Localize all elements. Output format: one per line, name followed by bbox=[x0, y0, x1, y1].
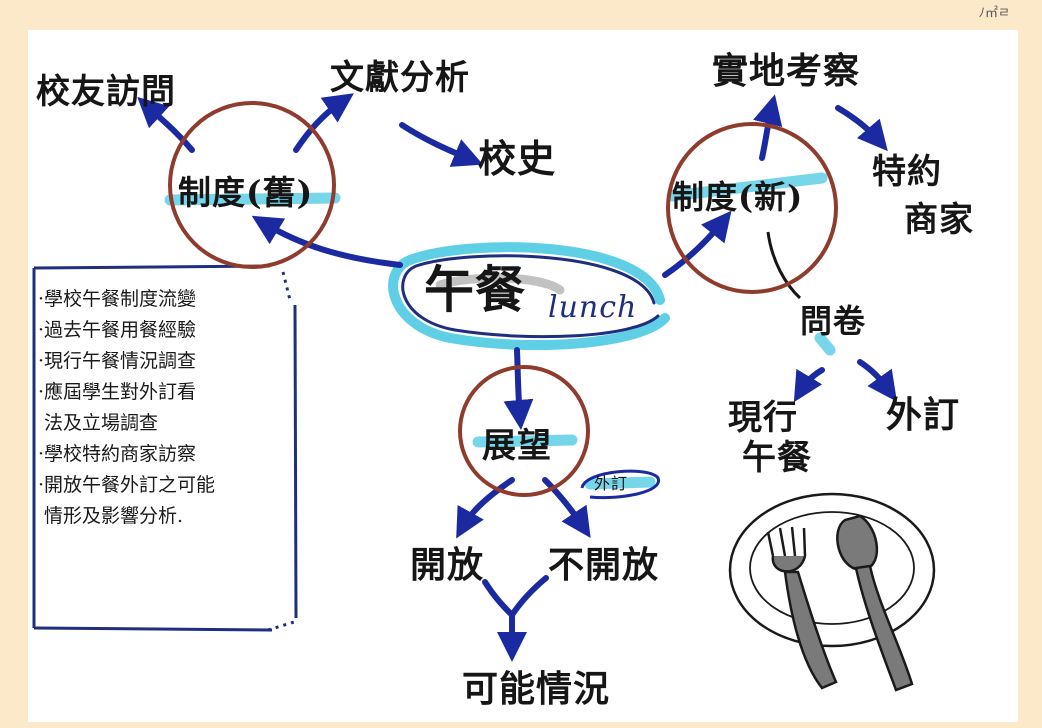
corner-mark: ﾉ㎡ㄹ bbox=[978, 6, 1010, 21]
outlook-tag-loop bbox=[580, 469, 660, 500]
center-title: 午餐 bbox=[424, 260, 526, 319]
label-takeout: 外訂 bbox=[886, 394, 961, 436]
label-alumni-visit: 校友訪問 bbox=[36, 72, 176, 112]
arrows bbox=[137, 93, 897, 539]
label-contracted: 特約 bbox=[872, 152, 942, 192]
label-school-history: 校史 bbox=[478, 136, 557, 181]
label-outlook-tag: 外訂 bbox=[594, 474, 629, 493]
side-list-item: ·應屆學生對外訂看 bbox=[38, 381, 197, 403]
label-possible-situations: 可能情況 bbox=[462, 668, 611, 710]
paper-sheet bbox=[28, 30, 1018, 722]
label-open: 開放 bbox=[410, 544, 485, 586]
side-list: ·學校午餐制度流變 ·過去午餐用餐經驗 ·現行午餐情況調查 ·應屆學生對外訂看 … bbox=[38, 284, 288, 532]
side-list-item: ·學校特約商家訪察 bbox=[38, 443, 197, 465]
center-subtitle: lunch bbox=[548, 290, 638, 325]
label-outlook: 展望 bbox=[482, 426, 552, 466]
label-field-study: 實地考察 bbox=[712, 50, 861, 92]
red-circles bbox=[168, 101, 838, 497]
label-vendors: 商家 bbox=[904, 200, 974, 240]
line-to-survey bbox=[766, 231, 802, 300]
side-list-item: ·現行午餐情況調查 bbox=[38, 350, 197, 372]
side-list-item: 情形及影響分析. bbox=[44, 505, 184, 527]
label-questionnaire: 問卷 bbox=[800, 302, 867, 340]
arrow-to-result bbox=[482, 575, 549, 650]
highlight-strokes bbox=[164, 172, 836, 490]
side-list-item: ·學校午餐制度流變 bbox=[38, 288, 197, 310]
side-list-item: ·過去午餐用餐經驗 bbox=[38, 319, 197, 341]
side-box bbox=[32, 264, 298, 632]
side-list-item: 法及立場調查 bbox=[44, 412, 159, 434]
label-lunch-current: 午餐 bbox=[742, 438, 812, 478]
plate-illustration bbox=[728, 492, 936, 692]
label-literature-analysis: 文獻分析 bbox=[330, 58, 470, 98]
label-new-system: 制度(新) bbox=[672, 178, 804, 216]
side-list-item: ·開放午餐外訂之可能 bbox=[38, 474, 216, 496]
label-not-open: 不開放 bbox=[548, 544, 660, 586]
label-old-system: 制度(舊) bbox=[178, 173, 314, 212]
center-swoosh bbox=[388, 242, 670, 351]
label-current: 現行 bbox=[728, 398, 798, 438]
